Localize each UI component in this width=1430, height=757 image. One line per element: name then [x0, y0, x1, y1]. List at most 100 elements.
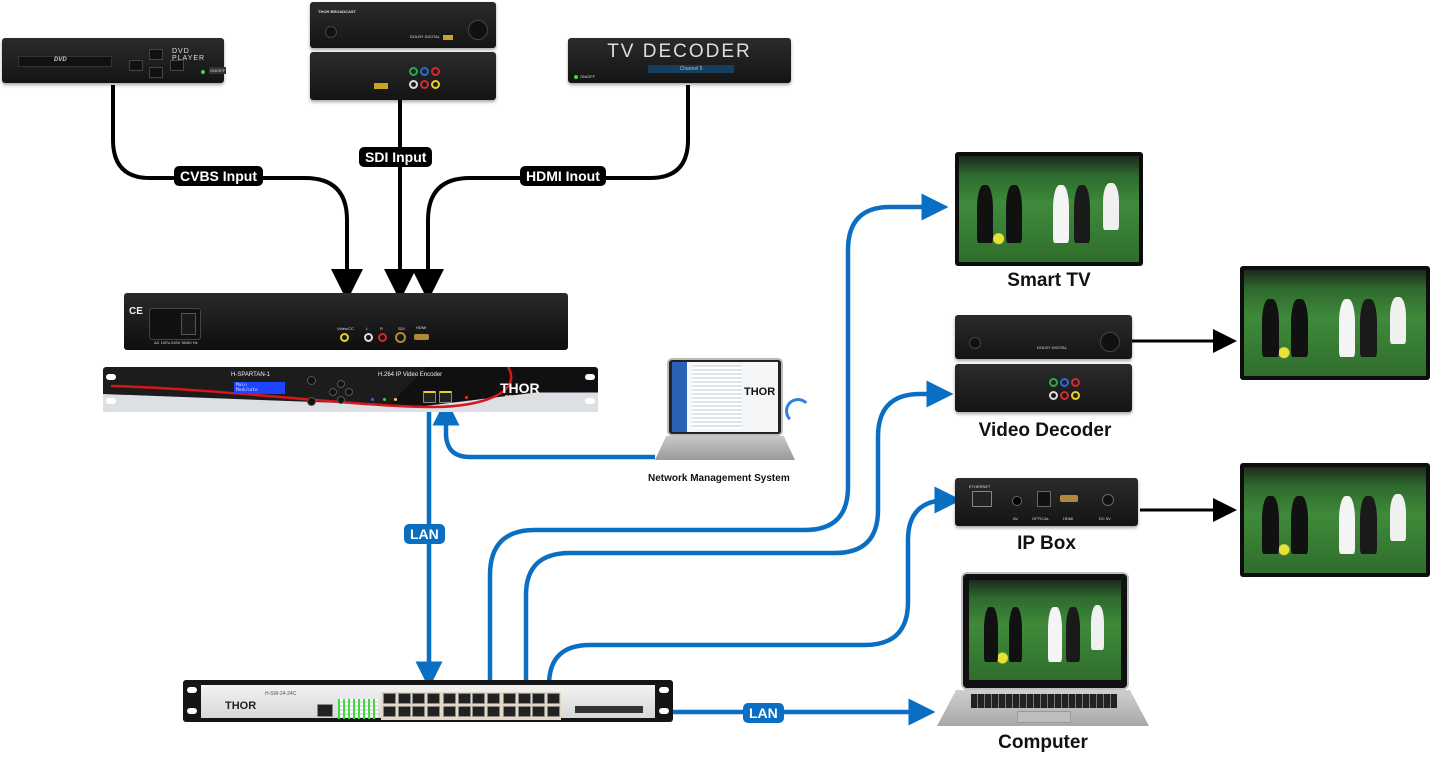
ipbox-ethernet-port[interactable] [972, 491, 992, 507]
dvd-player: DVD DVD PLAYER ON/OFF [2, 38, 227, 83]
switch-port[interactable] [426, 693, 440, 704]
hdmi-led [371, 398, 374, 401]
switch-port[interactable] [503, 693, 516, 704]
power-led [465, 396, 468, 399]
rear-port-sdi: SDI [398, 326, 405, 331]
switch-port[interactable] [412, 706, 425, 717]
sfp-slots [575, 706, 643, 713]
switch-port[interactable] [532, 706, 545, 717]
red-swoosh [110, 367, 513, 409]
switch-port[interactable] [517, 706, 531, 717]
tv-screen-ipbox-output [1240, 463, 1430, 577]
sdi-receiver-rear [310, 52, 496, 100]
ipbox-optical-label: OPTICAL [1032, 516, 1050, 521]
switch-led-grid [338, 699, 378, 719]
switch-port[interactable] [532, 693, 545, 704]
switch-port[interactable] [546, 706, 560, 717]
switch-port[interactable] [397, 706, 411, 717]
switch-port[interactable] [472, 693, 485, 704]
player-figure [1074, 184, 1091, 243]
thor-logo: THOR BROADCAST [318, 9, 356, 14]
ip-box-label: IP Box [1017, 533, 1076, 554]
player-figure [984, 607, 998, 662]
encoder-front-panel: H-SPARTAN-1 Main Modulate H.264 IP Video… [103, 367, 598, 412]
player-figure [1048, 607, 1062, 662]
switch-port-block [381, 692, 561, 720]
nms-label: Network Management System [648, 473, 790, 484]
ipbox-optical-port[interactable] [1037, 491, 1051, 507]
ac-rating: AC 100V-240V 50/60 Hz [154, 340, 198, 345]
switch-port[interactable] [546, 693, 560, 704]
ipbox-hdmi-label: HDMI [1063, 516, 1074, 521]
player-figure [1389, 296, 1406, 345]
switch-port[interactable] [486, 706, 500, 717]
tv-screen-decoder-output [1240, 266, 1430, 380]
dvd-onoff-button[interactable]: ON/OFF [209, 67, 227, 74]
computer-keyboard [937, 690, 1149, 726]
player-figure [1008, 607, 1023, 662]
power-switch[interactable] [181, 313, 196, 335]
dvd-up-button[interactable] [149, 49, 163, 60]
tv-decoder-label: TV DECODER [607, 41, 752, 62]
video-decoder-rear [955, 364, 1132, 412]
cvbs-input-label: CVBS Input [174, 166, 263, 186]
switch-port[interactable] [412, 693, 425, 704]
ipbox-hdmi-port[interactable] [1060, 495, 1078, 502]
encoder-lan-port-2[interactable] [439, 391, 452, 403]
computer-laptop [937, 572, 1149, 727]
smart-tv-screen [955, 152, 1143, 266]
switch-port[interactable] [383, 706, 396, 717]
player-figure [977, 184, 994, 243]
switch-port[interactable] [443, 693, 456, 704]
encoder-brand-sub: BROADCAST [505, 395, 537, 401]
sdi-receiver-front: THOR BROADCAST DOLBY DIGITAL [310, 2, 496, 48]
console-port[interactable] [317, 704, 333, 717]
switch-port[interactable] [457, 693, 471, 704]
encoder-brand: THOR [500, 380, 540, 396]
video-decoder-front: DOLBY DIGITAL [955, 315, 1132, 359]
knob[interactable] [468, 20, 488, 40]
player-figure [1262, 495, 1279, 554]
encoder-product: H.264 IP Video Encoder [378, 372, 443, 378]
ipbox-av-label: AV [1013, 516, 1019, 521]
player-figure [1291, 298, 1308, 357]
nav-dpad[interactable] [329, 380, 353, 404]
ipbox-av-jack[interactable] [1012, 496, 1022, 506]
power-button[interactable] [325, 26, 337, 38]
decoder-knob[interactable] [1100, 332, 1120, 352]
switch-port[interactable] [383, 693, 396, 704]
dvd-right-button[interactable] [170, 60, 184, 71]
network-switch: H-SW-24-24C THOR [183, 680, 673, 722]
switch-port[interactable] [426, 706, 440, 717]
switch-port[interactable] [457, 706, 471, 717]
player-figure [1262, 298, 1279, 357]
player-figure [1066, 607, 1080, 662]
usb-port [443, 35, 453, 40]
dvd-left-button[interactable] [129, 60, 143, 71]
switch-port[interactable] [397, 693, 411, 704]
sdi-led [383, 398, 386, 401]
rear-port-l: L [366, 326, 369, 331]
dvd-down-button[interactable] [149, 67, 163, 78]
switch-port[interactable] [517, 693, 531, 704]
back-button[interactable] [307, 397, 316, 406]
player-figure [1090, 605, 1105, 650]
dvd-power-led [201, 70, 205, 74]
player-figure [1389, 493, 1406, 542]
nms-brand: THOR [744, 386, 776, 398]
switch-port[interactable] [443, 706, 456, 717]
switch-port[interactable] [472, 706, 485, 717]
switch-port[interactable] [486, 693, 500, 704]
enter-button[interactable] [307, 376, 316, 385]
switch-port[interactable] [503, 706, 516, 717]
channel-display: Channel 5 [648, 65, 734, 73]
switch-brand: THOR [225, 700, 257, 712]
ipbox-dc-label: DC 5V [1099, 516, 1111, 521]
encoder-lan-port-1[interactable] [423, 391, 436, 403]
ipbox-dc-jack[interactable] [1102, 494, 1114, 506]
decoder-power-button[interactable] [969, 337, 981, 349]
player-figure [1360, 495, 1377, 554]
lcd-line-2: Modulate [236, 388, 258, 393]
soccer-video-frame [959, 156, 1139, 262]
decoder-power-led [574, 75, 578, 79]
